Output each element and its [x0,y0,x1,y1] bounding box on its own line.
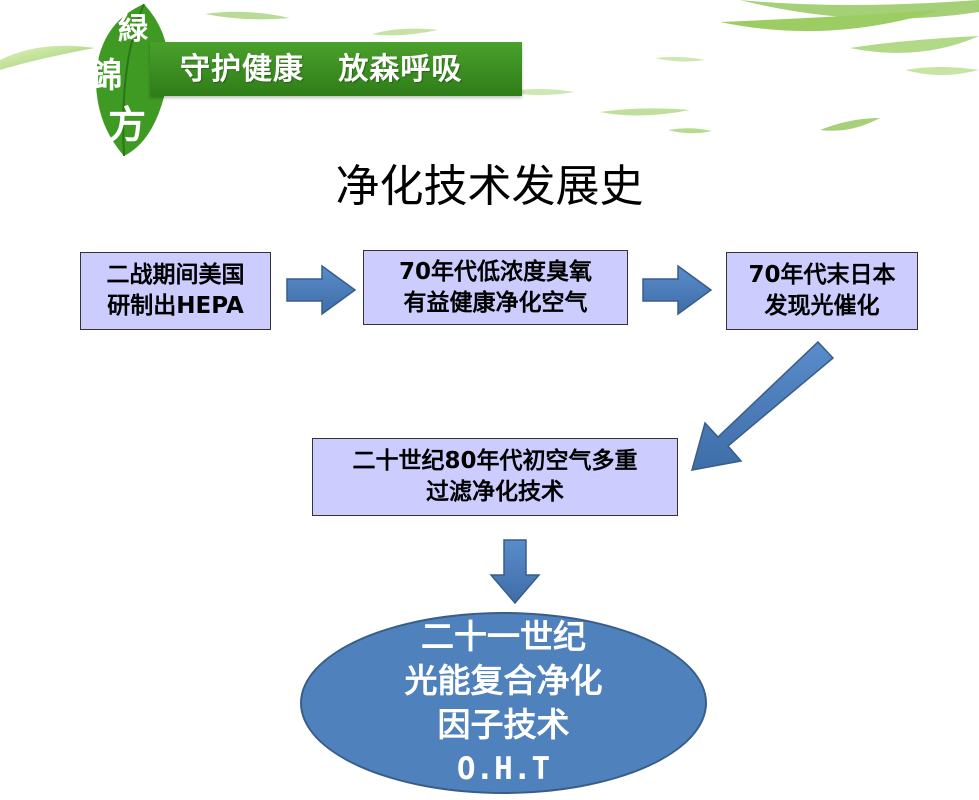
stage-box-hepa: 二战期间美国 研制出HEPA [80,252,271,330]
right-arrow-icon [642,264,713,316]
slogan-text: 守护健康 放森呼吸 [180,52,463,87]
stage-label: 二战期间美国 研制出HEPA [106,262,245,319]
final-line: 二十一世纪 [421,617,586,656]
logo-char-1: 緑 [118,12,148,47]
logo-char-3: 方 [108,102,147,147]
diagonal-arrow-icon [690,340,835,471]
final-stage-ellipse [300,612,707,794]
logo-char-2: 錦 [88,56,122,96]
final-line: O.H.T [456,751,551,787]
stage-label: 70年代末日本 发现光催化 [748,262,896,319]
final-line: 光能复合净化 [404,661,603,700]
stage-label: 70年代低浓度臭氧 有益健康净化空气 [398,258,592,316]
slogan-banner [150,42,522,96]
right-arrow-icon [286,264,357,316]
stage-box-multi-filter: 二十世纪80年代初空气多重 过滤净化技术 [312,438,678,516]
down-arrow-icon [489,539,541,605]
final-stage-text: 二十一世纪 光能复合净化 因子技术 O.H.T [300,615,707,791]
stage-box-photocatalysis: 70年代末日本 发现光催化 [726,252,918,330]
stage-label: 二十世纪80年代初空气多重 过滤净化技术 [352,448,638,505]
stage-box-ozone: 70年代低浓度臭氧 有益健康净化空气 [363,250,628,325]
page-title: 净化技术发展史 [335,161,644,212]
final-line: 因子技术 [437,705,570,744]
